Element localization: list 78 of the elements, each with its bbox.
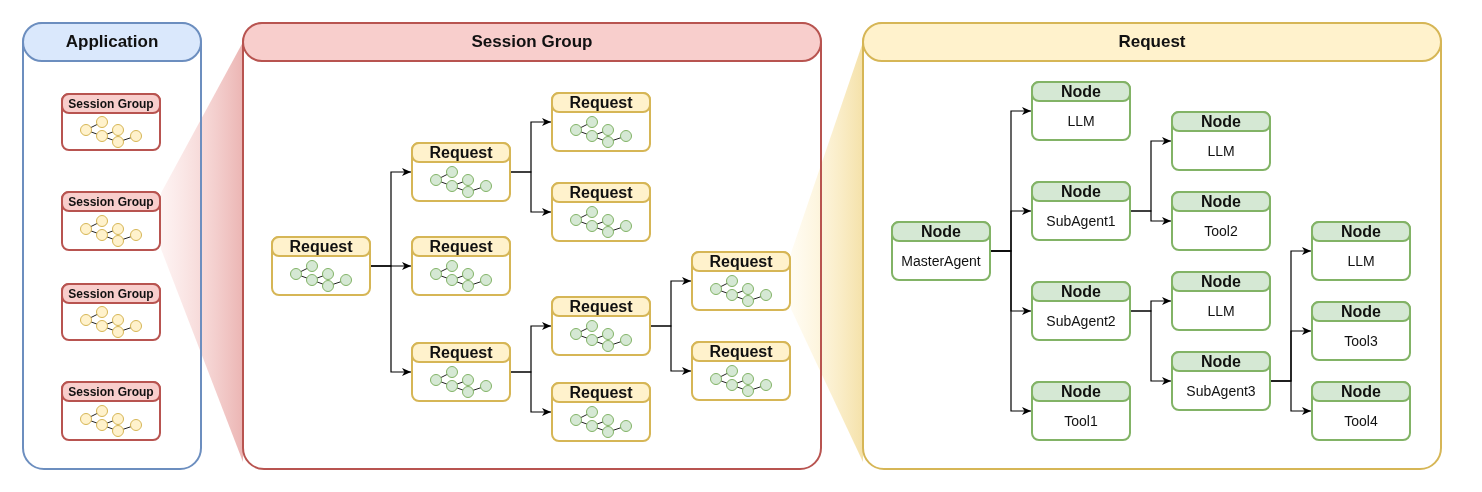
- card-label: SubAgent3: [1186, 382, 1256, 399]
- request-card: [411, 142, 511, 202]
- request-card: [691, 251, 791, 311]
- node-card: [1031, 81, 1131, 141]
- node-card: [1031, 281, 1131, 341]
- session-group-card: [61, 93, 161, 151]
- card-title: Request: [569, 383, 633, 402]
- card-title: Request: [569, 183, 633, 202]
- request-card: [551, 296, 651, 356]
- card-title: Node: [921, 222, 961, 241]
- arrow: [510, 371, 552, 416]
- request-card: [411, 342, 511, 402]
- session-group-card: [61, 381, 161, 441]
- card-title: Request: [569, 93, 633, 112]
- panel-title: Application: [65, 32, 159, 52]
- arrow: [1270, 380, 1312, 415]
- card-label: LLM: [1207, 302, 1235, 319]
- card-label: MasterAgent: [901, 252, 981, 269]
- request-card: [691, 341, 791, 401]
- card-title: Node: [1201, 352, 1241, 371]
- card-label: Tool2: [1204, 222, 1238, 239]
- card-label: Tool4: [1344, 412, 1378, 429]
- card-label: LLM: [1067, 112, 1095, 129]
- card-title: Node: [1061, 182, 1101, 201]
- arrow: [650, 325, 692, 375]
- node-card: [1311, 221, 1411, 281]
- node-card: [1171, 351, 1271, 411]
- session-group-card: [61, 283, 161, 341]
- request-card: [862, 22, 1442, 470]
- panel-title: Request: [1118, 32, 1186, 52]
- node-card: [1031, 181, 1131, 241]
- node-card: [1171, 111, 1271, 171]
- request-card: [411, 236, 511, 296]
- session-group-card: [242, 22, 822, 470]
- card-title: Node: [1201, 272, 1241, 291]
- panel-title: Session Group: [471, 32, 593, 52]
- node-card: [891, 221, 991, 281]
- card-title: Node: [1061, 382, 1101, 401]
- card-label: Tool3: [1344, 332, 1378, 349]
- card-title: Node: [1341, 222, 1381, 241]
- node-card: [1171, 271, 1271, 331]
- card-title: Request: [289, 237, 353, 256]
- request-card: [551, 182, 651, 242]
- request-card: [551, 382, 651, 442]
- card-title: Node: [1061, 282, 1101, 301]
- card-title: Session Group: [68, 96, 154, 111]
- card-label: SubAgent1: [1046, 212, 1116, 229]
- arrow: [1130, 310, 1172, 385]
- card-label: SubAgent2: [1046, 312, 1116, 329]
- card-title: Node: [1201, 192, 1241, 211]
- card-title: Node: [1061, 82, 1101, 101]
- card-label: Tool1: [1064, 412, 1098, 429]
- card-title: Request: [429, 143, 493, 162]
- card-title: Node: [1201, 112, 1241, 131]
- card-title: Request: [429, 237, 493, 256]
- node-card: [1311, 301, 1411, 361]
- card-title: Node: [1341, 382, 1381, 401]
- card-title: Request: [429, 343, 493, 362]
- node-card: [1171, 191, 1271, 251]
- node-card: [1031, 381, 1131, 441]
- request-card: [271, 236, 371, 296]
- card-title: Request: [709, 252, 773, 271]
- card-title: Request: [709, 342, 773, 361]
- node-card: [1311, 381, 1411, 441]
- card-title: Node: [1341, 302, 1381, 321]
- arrow: [1130, 210, 1172, 225]
- card-title: Request: [569, 297, 633, 316]
- card-label: LLM: [1347, 252, 1375, 269]
- application-panel: [22, 22, 202, 470]
- card-title: Session Group: [68, 194, 154, 209]
- request-card: [551, 92, 651, 152]
- card-title: Session Group: [68, 286, 154, 301]
- session-group-card: [61, 191, 161, 251]
- card-label: LLM: [1207, 142, 1235, 159]
- arrow: [370, 265, 412, 376]
- card-title: Session Group: [68, 384, 154, 399]
- arrow: [990, 250, 1032, 415]
- arrow: [510, 171, 552, 216]
